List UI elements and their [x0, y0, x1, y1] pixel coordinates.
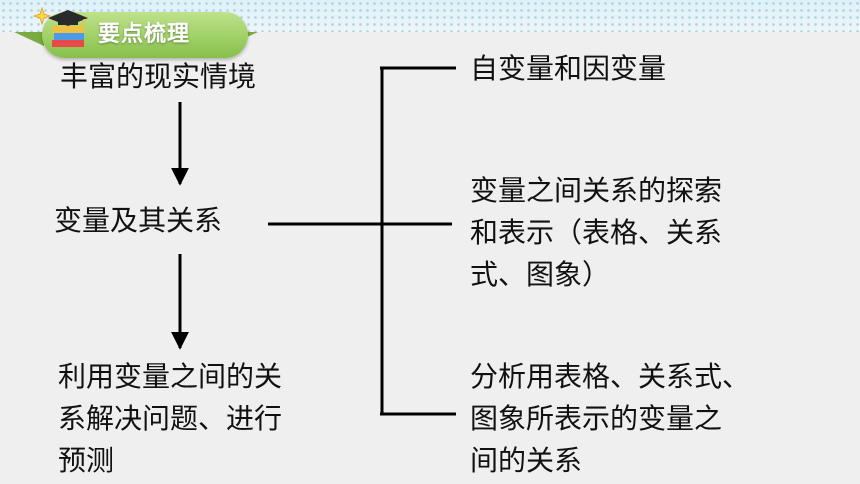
books-graduation-cap-icon — [32, 6, 88, 47]
node-explore-line: 和表示（表格、关系 — [470, 216, 723, 249]
section-title: 要点梳理 — [98, 22, 191, 47]
node-application-line: 预测 — [58, 444, 115, 477]
node-indep-dep: 自变量和因变量 — [470, 48, 666, 90]
node-analyze-line: 分析用表格、关系式、 — [470, 360, 751, 393]
node-indep-dep-line: 自变量和因变量 — [470, 52, 667, 85]
node-context: 丰富的现实情境 — [60, 60, 257, 93]
node-analyze-line: 间的关系 — [470, 444, 583, 477]
node-analyze: 分析用表格、关系式、 图象所表示的变量之 间的关系 — [470, 356, 750, 482]
ribbon-tail-left — [14, 32, 44, 46]
node-analyze-line: 图象所表示的变量之 — [470, 402, 723, 435]
node-application-line: 利用变量之间的关 — [58, 360, 283, 393]
node-application-line: 系解决问题、进行 — [58, 402, 283, 435]
node-explore-line: 变量之间关系的探索 — [470, 174, 723, 207]
node-explore-line: 式、图象） — [470, 258, 611, 291]
node-application: 利用变量之间的关 系解决问题、进行 预测 — [58, 356, 282, 482]
node-variables: 变量及其关系 — [54, 204, 223, 237]
node-explore: 变量之间关系的探索 和表示（表格、关系 式、图象） — [470, 170, 722, 296]
